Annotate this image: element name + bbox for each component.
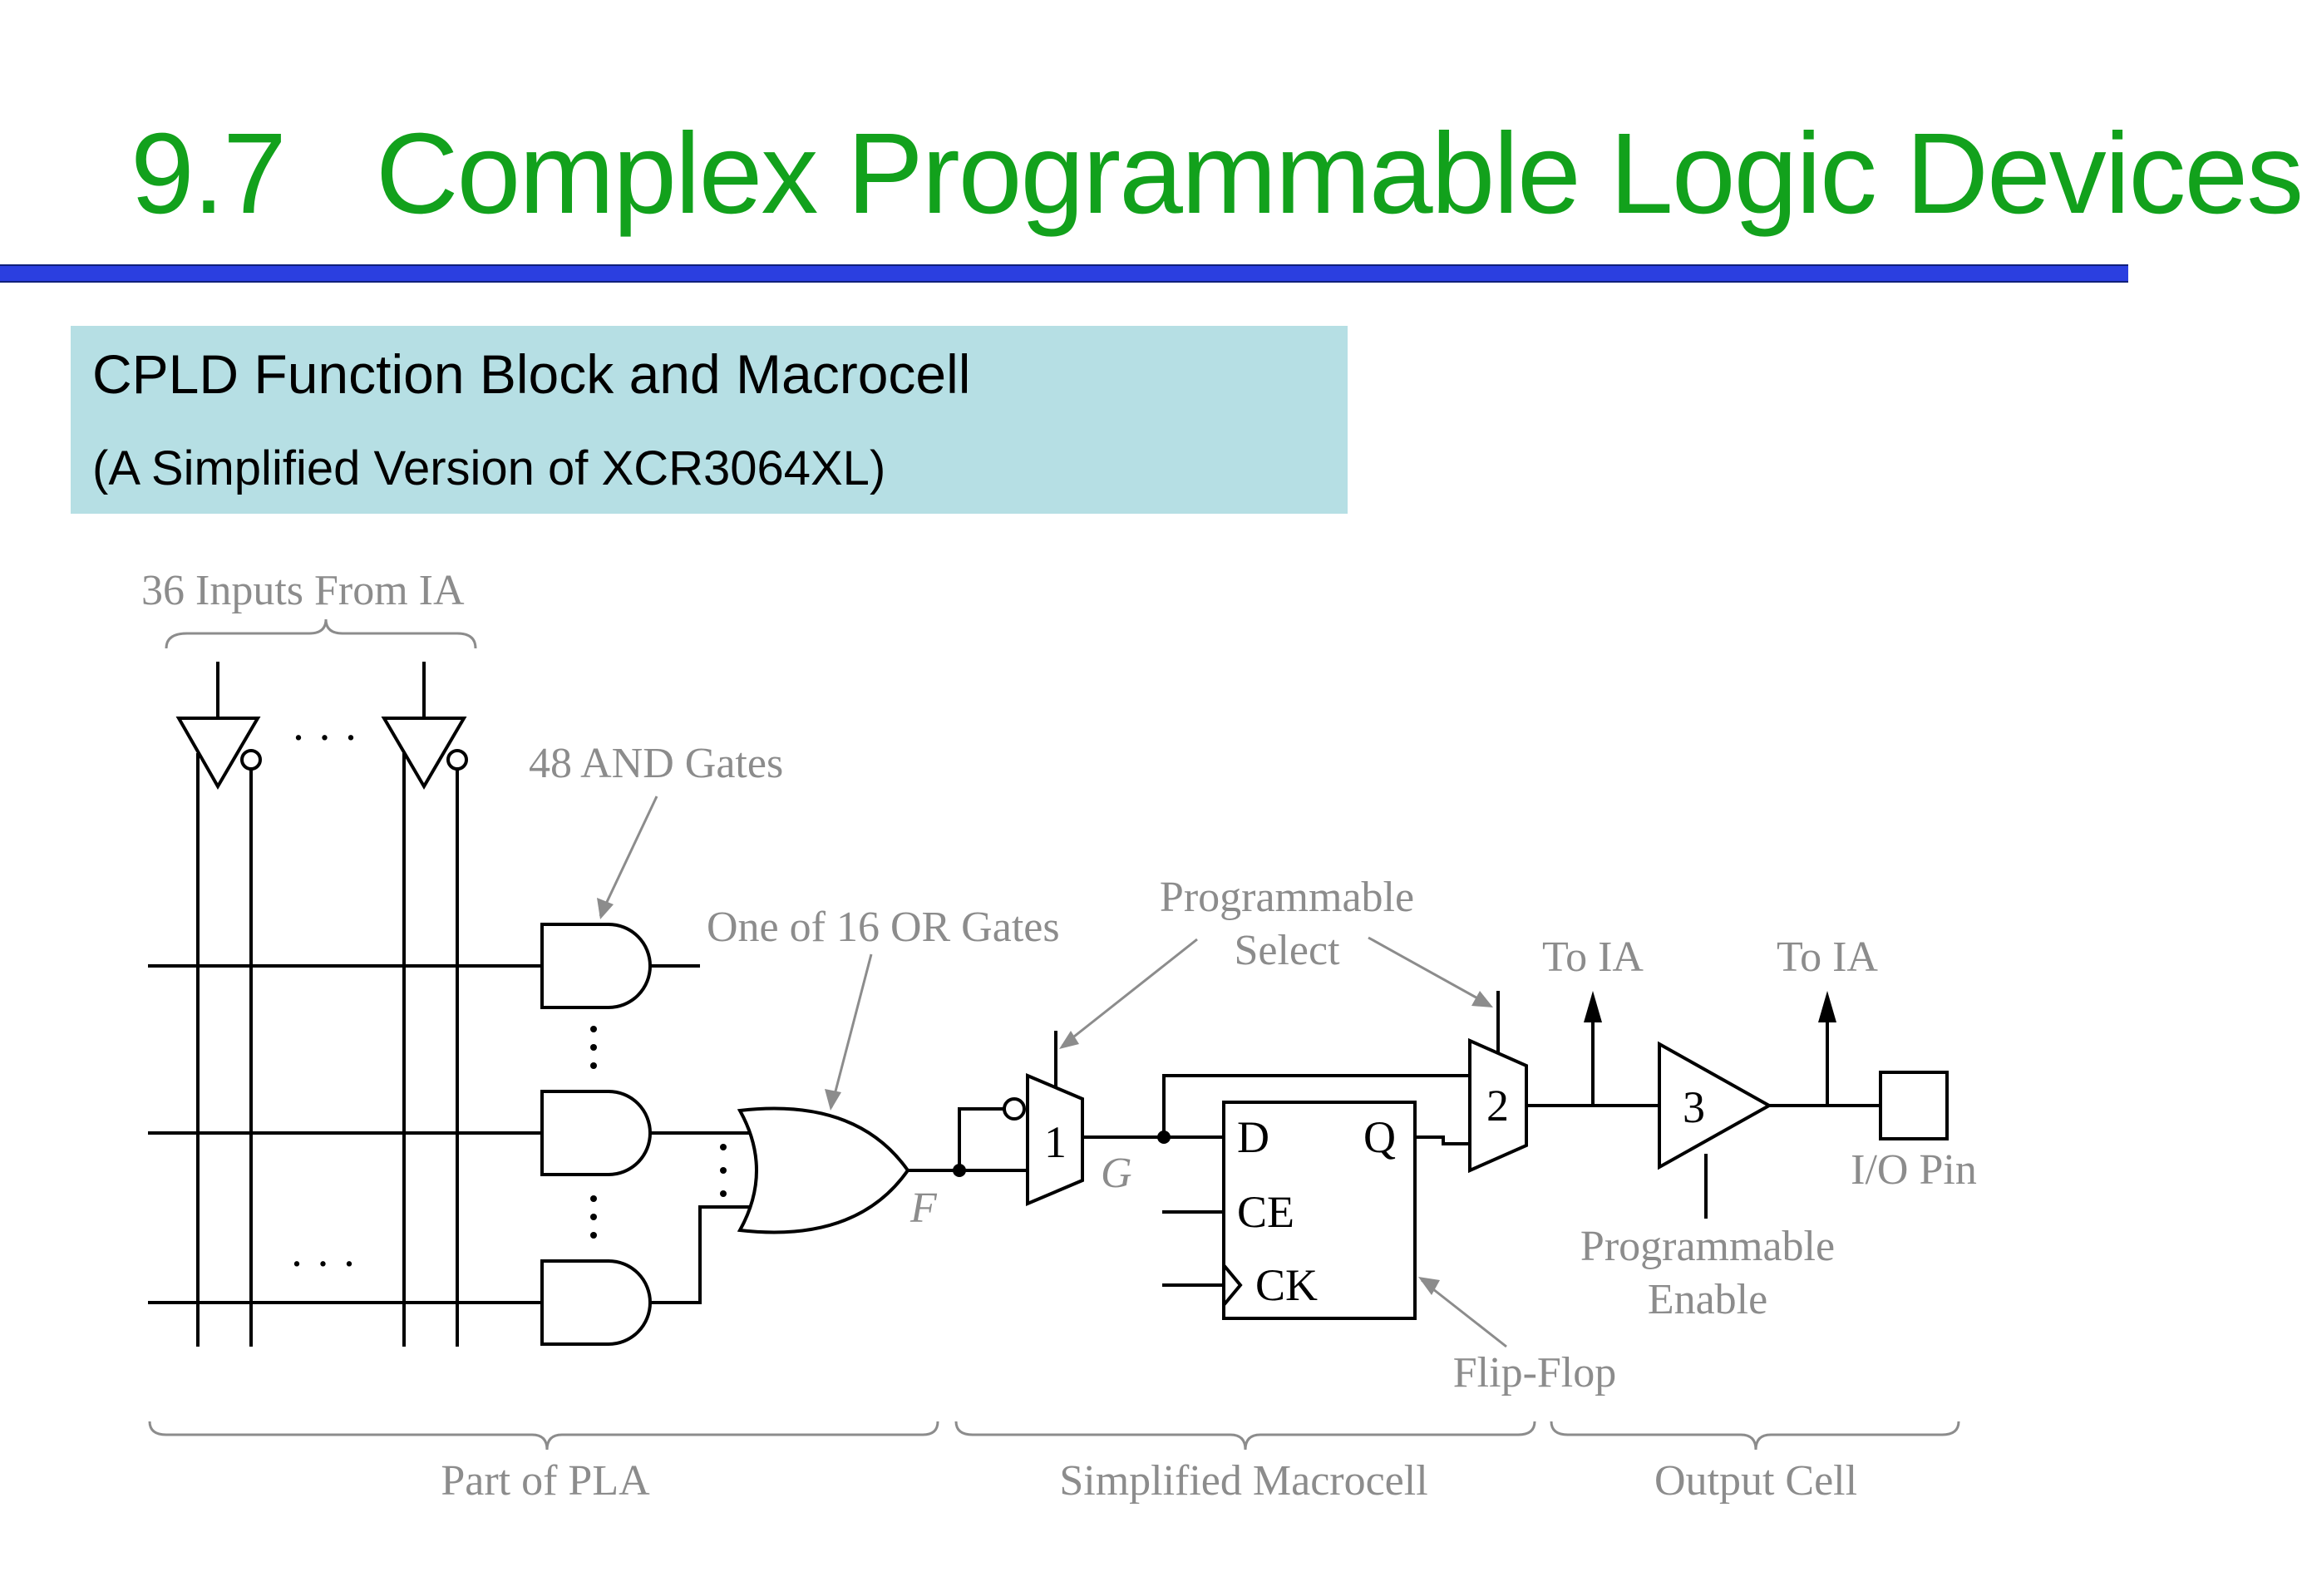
prog-select-line-1: Programmable — [1160, 874, 1414, 921]
ff-q: Q — [1363, 1112, 1396, 1162]
prog-enable-line-1: Programmable — [1580, 1223, 1835, 1270]
cpld-diagram: 36 Inputs From IA · · · · · · 48 AND Gat… — [141, 567, 1977, 1505]
mux-2 — [1468, 1037, 1528, 1174]
subtitle-line-1: CPLD Function Block and Macrocell — [92, 343, 971, 405]
output-buffer — [1658, 1041, 1773, 1170]
output-brace — [1550, 1421, 1960, 1451]
rows-ellipsis: · · · — [289, 1239, 357, 1288]
and-gate-1 — [540, 923, 700, 1009]
section-pla: Part of PLA — [441, 1457, 650, 1505]
flip-flop-arrow — [1421, 1278, 1507, 1348]
subtitle-line-2: (A Simplified Version of XCR3064XL) — [92, 441, 886, 495]
inputs-brace — [165, 618, 477, 649]
input-buffer-1 — [175, 662, 262, 1347]
mux-1 — [1026, 1072, 1084, 1207]
section-output: Output Cell — [1654, 1457, 1857, 1505]
macrocell-brace — [954, 1421, 1536, 1451]
buffer-label: 3 — [1683, 1082, 1705, 1132]
and-gate-3 — [540, 1205, 752, 1346]
slide-title: 9.7 Complex Programmable Logic Devices — [131, 110, 2302, 238]
prog-enable-line-2: Enable — [1648, 1276, 1767, 1323]
mux-1-label: 1 — [1044, 1117, 1067, 1167]
pla-brace — [148, 1421, 939, 1451]
io-pin — [1879, 1071, 1949, 1140]
and-gate-2 — [540, 1090, 752, 1176]
flip-flop-label: Flip-Flop — [1453, 1349, 1617, 1396]
mux-2-label: 2 — [1486, 1081, 1509, 1130]
or-gate-label: One of 16 OR Gates — [707, 904, 1060, 951]
and-gates-vdots — [590, 1026, 727, 1239]
or-gate-arrow — [830, 953, 873, 1108]
ff-d: D — [1237, 1112, 1269, 1162]
signal-g: G — [1101, 1150, 1132, 1197]
title-divider — [0, 264, 2128, 283]
slide: { "slide": { "title": "9.7 Complex Progr… — [0, 116, 2302, 1505]
prog-select-arrow-left — [1062, 938, 1198, 1047]
signal-f: F — [909, 1185, 938, 1232]
section-macrocell: Simplified Macrocell — [1059, 1457, 1427, 1505]
flip-flop — [1222, 1101, 1417, 1320]
inputs-label: 36 Inputs From IA — [141, 567, 465, 614]
ff-ck: CK — [1255, 1260, 1318, 1310]
input-buffer-2 — [381, 662, 468, 1347]
and-gates-arrow — [599, 796, 658, 917]
or-gate — [737, 1106, 910, 1234]
ff-ce: CE — [1237, 1187, 1294, 1237]
subtitle-box: CPLD Function Block and Macrocell (A Sim… — [71, 326, 1348, 514]
io-pin-label: I/O Pin — [1851, 1146, 1977, 1194]
prog-select-arrow-right — [1368, 936, 1489, 1006]
to-ia-1: To IA — [1542, 933, 1644, 981]
prog-select-line-2: Select — [1234, 927, 1340, 974]
to-ia-2: To IA — [1777, 933, 1878, 981]
and-gates-label: 48 AND Gates — [529, 740, 783, 787]
inputs-ellipsis: · · · — [291, 712, 358, 762]
